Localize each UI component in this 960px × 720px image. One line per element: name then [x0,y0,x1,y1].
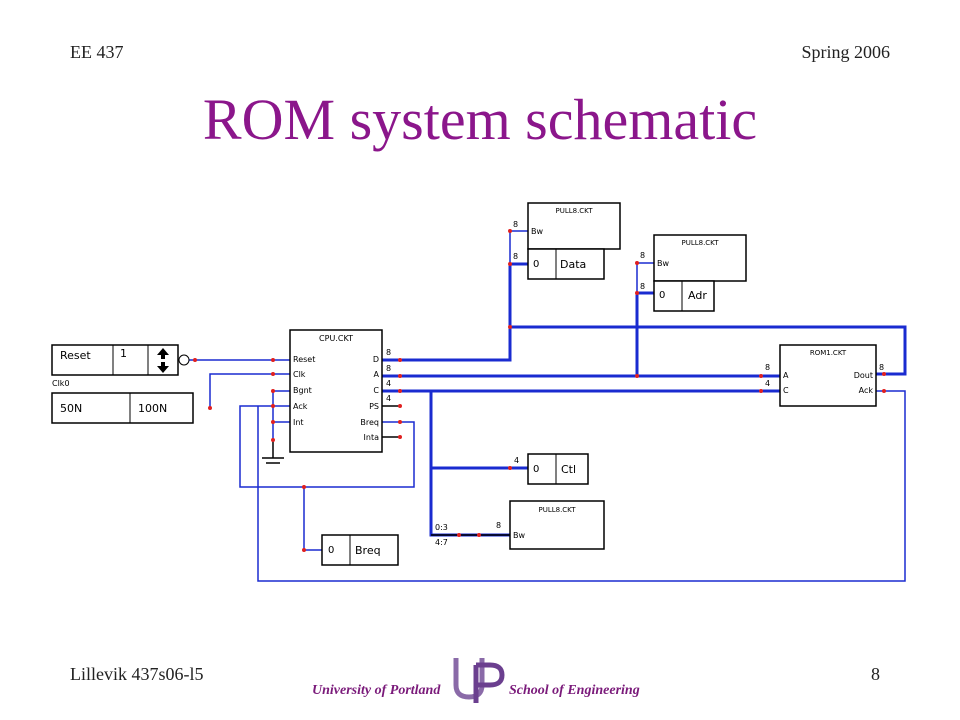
bgnt-wire [272,390,290,440]
rom-ack-wire [257,390,906,582]
clk-low-label: 50N [60,402,82,415]
d-bus-wire [382,325,907,376]
breq-label: Breq [355,544,381,557]
data-pull-wire [508,262,528,327]
ctl-value: 0 [533,464,539,475]
ctl-block[interactable]: 0 Ctl [527,453,589,485]
reset-output-circle [178,354,190,366]
ctl-width: 4 [514,456,519,465]
adr-out-label: Adr [688,289,707,302]
data-out-value: 0 [533,259,539,270]
breq-value: 0 [328,545,334,556]
splitter-bottom: 4:7 [435,538,448,547]
cpu-output-label: A [374,370,380,379]
cpu-output-label: C [373,386,379,395]
adr-pull-wire [635,291,654,376]
cpu-output-label: PS [369,402,379,411]
data-width-bottom: 8 [513,252,518,261]
pull8-data-title: PULL8.CKT [555,207,593,215]
clk-high-label: 100N [138,402,167,415]
cpu-output-label: Inta [364,433,380,442]
cpu-input-label: Ack [293,402,308,411]
breq-wire [303,487,322,551]
bus-width-a: 8 [386,364,391,373]
pull8-data-pin: Bw [531,227,543,236]
cpu-input-label: Reset [293,355,315,364]
ack-loop-wire [239,405,415,488]
reset-label: Reset [60,349,91,362]
rom1-output-label: Ack [859,386,874,395]
bus-splitter: 0:3 4:7 [431,523,510,547]
ctl-label: Ctl [561,463,576,476]
adr-width-top: 8 [640,251,645,260]
rom1-output-label: Dout [854,371,873,380]
up-logo-icon [453,658,505,703]
reset-switch[interactable]: Reset 1 [51,344,190,376]
rom1-input-label: A [783,371,789,380]
cpu-output-label: Breq [360,418,379,427]
black-stubs [262,405,400,464]
adr-width-bottom: 8 [640,282,645,291]
clk-label: Clk0 [52,379,70,388]
rom1-title: ROM1.CKT [810,349,847,357]
reset-value: 1 [120,347,127,360]
cpu-input-label: Int [293,418,304,427]
school-name: School of Engineering [509,683,640,698]
pull8-adr-block[interactable]: PULL8.CKT Bw 0 Adr [653,234,747,312]
cpu-block[interactable]: CPU.CKT Reset Clk Bgnt Ack Int D A C PS … [289,329,383,453]
splitter-top: 0:3 [435,523,448,532]
rom-width-c: 4 [765,379,770,388]
pull8-adr-pin: Bw [657,259,669,268]
cpu-output-label: D [373,355,379,364]
cpu-title: CPU.CKT [319,334,353,343]
clock-source[interactable]: 50N 100N [51,392,194,424]
rom-width-a: 8 [765,363,770,372]
bus-width-d: 8 [386,348,391,357]
pull8-data-block[interactable]: PULL8.CKT Bw 0 Data [527,202,621,280]
pull8-bottom-pin: Bw [513,531,525,540]
breq-block[interactable]: 0 Breq [321,534,399,566]
course-label: EE 437 [70,42,124,62]
rom1-input-label: C [783,386,789,395]
up-down-arrow-icon [157,348,169,373]
sub-width: 8 [496,521,501,530]
cpu-input-label: Clk [293,370,306,379]
footer-author: Lillevik 437s06-l5 [70,664,204,684]
pull8-bottom-block[interactable]: PULL8.CKT Bw [509,500,605,550]
page-number: 8 [871,664,880,684]
rom-width-dout: 8 [879,363,884,372]
pull8-bottom-title: PULL8.CKT [538,506,576,514]
pull8-adr-title: PULL8.CKT [681,239,719,247]
term-label: Spring 2006 [801,42,890,62]
clk-wire [209,373,290,408]
adr-out-value: 0 [659,290,665,301]
data-width-top: 8 [513,220,518,229]
slide-title: ROM system schematic [202,87,758,152]
rom1-block[interactable]: ROM1.CKT A C Dout Ack [779,344,877,407]
cpu-input-label: Bgnt [293,386,312,395]
university-name: University of Portland [312,683,441,698]
bus-width-ps: 4 [386,394,391,403]
data-out-label: Data [560,258,586,271]
junction-dots [193,229,886,552]
bus-width-c: 4 [386,379,391,388]
